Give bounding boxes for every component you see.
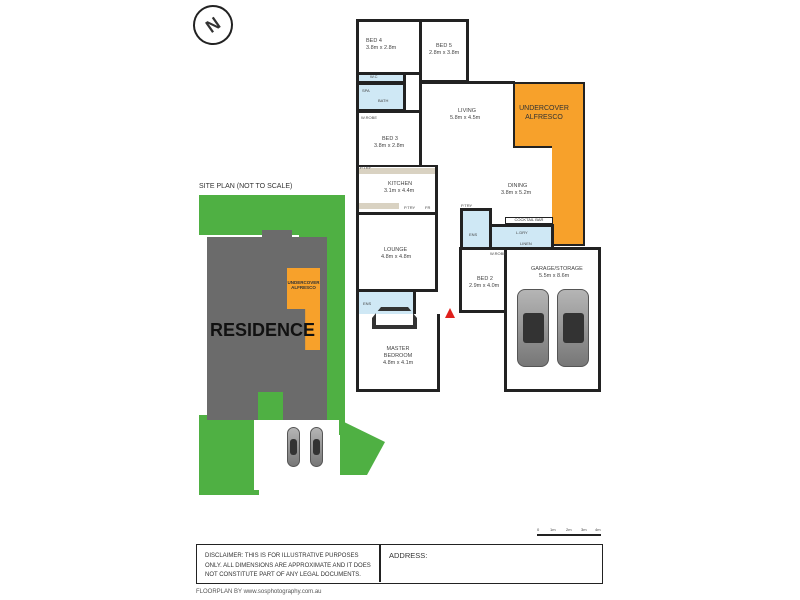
lawn-bottom — [199, 415, 259, 495]
bed4-dims: 3.8m x 2.8m — [366, 45, 397, 51]
site-car — [310, 427, 323, 467]
dining-dims: 3.8m x 5.2m — [501, 190, 532, 196]
kitchen-bench — [359, 203, 399, 209]
cocktail-label: COCKTAIL BAR — [514, 217, 544, 222]
room-bed3 — [356, 110, 422, 168]
site-car — [287, 427, 300, 467]
car — [557, 289, 589, 367]
linen-label: LINEN — [520, 241, 532, 246]
scale-tick: 3m — [581, 527, 587, 532]
footer-credit: FLOORPLAN BY www.sosphotography.com.au — [196, 589, 322, 595]
lawn-top — [199, 195, 345, 235]
ldry-label: L.DRY — [516, 230, 528, 235]
entry-arrow-icon — [445, 308, 455, 318]
wc-label: W.C — [370, 74, 378, 79]
master-wir — [372, 307, 417, 329]
master-dims: 4.8m x 4.1m — [383, 360, 414, 366]
ptry-label: P.TRY — [461, 203, 473, 208]
lawn-corner — [340, 420, 385, 475]
bed2-name: BED 2 — [477, 276, 493, 282]
kitchen-bench — [359, 168, 435, 174]
bed3-dims: 3.8m x 2.8m — [374, 143, 405, 149]
cocktail-bar: COCKTAIL BAR — [505, 217, 553, 224]
scale-tick: 4m — [595, 527, 601, 532]
room-lounge — [356, 212, 438, 292]
ens-label: ENS — [363, 301, 372, 306]
address-label: ADDRESS: — [389, 551, 428, 560]
ptry-label: P.TRY — [360, 165, 372, 170]
living-name: LIVING — [458, 108, 477, 114]
kitchen-dims: 3.1m x 4.4m — [384, 188, 415, 194]
living-dims: 5.8m x 4.5m — [450, 115, 481, 121]
bed5-name: BED 5 — [436, 43, 452, 49]
wrobe-label: W.ROBE — [490, 251, 507, 256]
bath-label: BATH — [378, 98, 389, 103]
site-plan-title: SITE PLAN (NOT TO SCALE) — [199, 183, 293, 190]
room-ens-2 — [460, 208, 492, 250]
wrobe-label: W.ROBE — [361, 115, 378, 120]
room-bed2 — [459, 247, 507, 313]
scale-tick: 1m — [550, 527, 556, 532]
site-alfresco-label: UNDERCOVER ALFRESCO — [287, 280, 320, 290]
scale-line — [537, 534, 601, 536]
garage-dims: 5.5m x 8.6m — [539, 273, 570, 279]
compass-label: N — [201, 13, 225, 37]
kitchen-name: KITCHEN — [388, 181, 413, 187]
north-compass-icon: N — [185, 0, 241, 53]
alfresco-label: UNDERCOVER ALFRESCO — [519, 105, 569, 122]
garage-name: GARAGE/STORAGE — [531, 266, 583, 272]
car — [517, 289, 549, 367]
room-living — [419, 81, 515, 151]
dining-name: DINING — [508, 183, 528, 189]
ptry-label: P.TRY — [404, 205, 416, 210]
master-name: MASTER BEDROOM — [383, 346, 413, 360]
bed2-dims: 2.9m x 4.0m — [469, 283, 500, 289]
bed4-name: BED 4 — [366, 38, 382, 44]
spa-label: SPA — [362, 88, 370, 93]
bed3-name: BED 3 — [382, 136, 398, 142]
lounge-name: LOUNGE — [384, 247, 408, 253]
lounge-dims: 4.8m x 4.8m — [381, 254, 412, 260]
room-bath — [356, 82, 406, 112]
courtyard — [258, 392, 283, 420]
bed5-dims: 2.8m x 3.8m — [429, 50, 460, 56]
divider — [379, 545, 381, 582]
room-alfresco — [513, 82, 585, 148]
disclaimer-text: DISCLAIMER: THIS IS FOR ILLUSTRATIVE PUR… — [205, 553, 371, 579]
scale-tick: 0 — [537, 527, 540, 532]
residence-label: RESIDENCE — [210, 320, 316, 340]
ens2-label: ENS — [469, 232, 478, 237]
residence-wing — [262, 230, 292, 242]
alfresco-strip — [552, 146, 585, 246]
scale-bar: 0 1m 2m 3m 4m — [537, 527, 601, 537]
disclaimer-box: DISCLAIMER: THIS IS FOR ILLUSTRATIVE PUR… — [196, 544, 603, 584]
scale-tick: 2m — [566, 527, 572, 532]
fr-label: FR — [425, 205, 431, 210]
